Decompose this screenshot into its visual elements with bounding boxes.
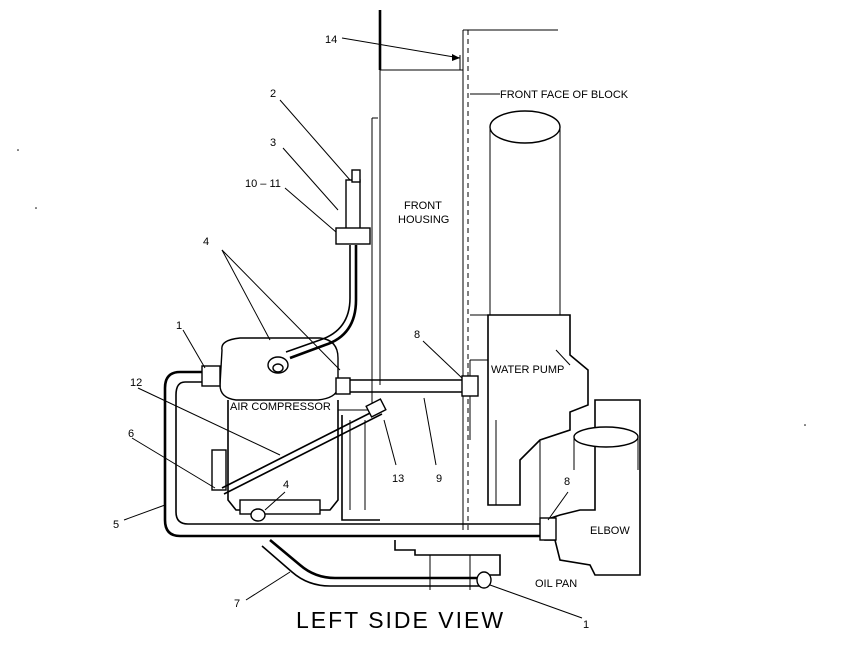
callout-9: 9 [436,473,442,485]
callout-3: 3 [270,137,276,149]
leader-lines [123,37,583,619]
part-labels: FRONT HOUSING FRONT FACE OF BLOCK WATER … [230,89,630,590]
oil-pan [394,540,501,590]
water-pump [469,314,589,520]
callout-13: 13 [392,473,404,485]
callout-7: 7 [234,598,240,610]
diagram-title: LEFT SIDE VIEW [296,607,505,633]
label-water-pump: WATER PUMP [491,364,564,376]
callout-12: 12 [130,377,142,389]
label-elbow: ELBOW [590,525,630,537]
callout-8-right: 8 [564,476,570,488]
callout-14: 14 [325,34,337,46]
callouts: 14 2 3 10 – 11 4 1 12 8 6 13 9 4 8 5 7 1 [113,34,589,631]
callout-10-11: 10 – 11 [245,178,281,190]
front-housing-structure [371,10,558,530]
callout-1-left: 1 [176,320,182,332]
callout-8-top: 8 [414,329,420,341]
label-front-housing-2: HOUSING [398,214,449,226]
callout-1-bottom: 1 [583,619,589,631]
label-front-housing-1: FRONT [404,200,442,212]
callout-4-bottom: 4 [283,479,289,491]
callout-2: 2 [270,88,276,100]
label-air-compressor: AIR COMPRESSOR [230,401,331,413]
callout-4-top: 4 [203,236,209,248]
stray-marks [17,149,806,426]
label-oil-pan: OIL PAN [535,578,577,590]
engine-cylinder [470,110,561,316]
compressor-lines [163,169,557,589]
label-front-face-of-block: FRONT FACE OF BLOCK [500,89,629,101]
elbow [544,399,641,576]
callout-6: 6 [128,428,134,440]
air-compressor [211,337,380,521]
callout-5: 5 [113,519,119,531]
